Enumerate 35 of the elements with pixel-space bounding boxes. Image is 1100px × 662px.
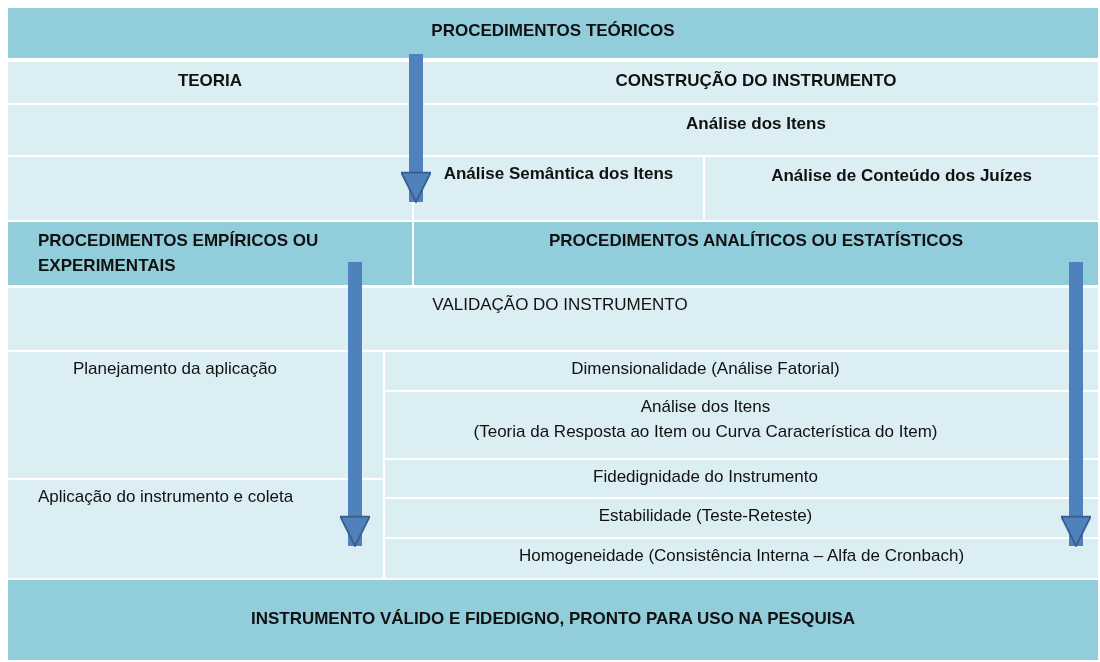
table-cell [385,499,1062,537]
cell-text: CONSTRUÇÃO DO INSTRUMENTO [615,70,897,92]
cell-text: Fidedignidade do Instrumento [593,466,818,488]
table-cell [8,62,412,103]
block-arrow [339,262,371,547]
table-cell [385,352,1062,390]
cell-text: Homogeneidade (Consistência Interna – Alfa de Cronbach) [518,545,965,567]
header-band [8,8,1098,58]
block-arrow [400,54,432,203]
cell-text: TEORIA [177,70,243,92]
heading-text: INSTRUMENTO VÁLIDO E FIDEDIGNO, PRONTO PARA USO NA PESQUISA [250,608,856,630]
table-cell [705,157,1098,220]
table-cell [8,352,342,478]
cell-text: Análise Semântica dos Itens [443,163,674,185]
table-cell [385,460,1062,497]
heading-text: PROCEDIMENTOS EMPÍRICOS OU EXPERIMENTAIS [38,230,320,277]
table-cell [8,480,383,578]
cell-text: Dimensionalidade (Análise Fatorial) [571,358,840,380]
cell-text: Análise dos Itens [640,396,771,418]
cell-text: Estabilidade (Teste-Reteste) [598,505,813,527]
table-cell [414,157,703,220]
heading-text: PROCEDIMENTOS ANALÍTICOS OU ESTATÍSTICOS [549,230,963,252]
cell-text: Planejamento da aplicação [72,358,278,380]
header-band [414,222,1098,285]
cell-text: Análise de Conteúdo dos Juízes [771,165,1032,187]
table-cell [385,539,1098,578]
cell-text: (Teoria da Resposta ao Item ou Curva Característica do Item) [473,421,938,443]
cell-text: Análise dos Itens [686,113,826,135]
header-band [8,222,412,285]
cell-text: VALIDAÇÃO DO INSTRUMENTO [432,294,688,316]
header-band [8,580,1098,660]
cell-text: Aplicação do instrumento e coleta [38,486,294,508]
block-arrow [1060,262,1092,547]
heading-text: PROCEDIMENTOS TEÓRICOS [431,20,675,42]
table-cell [385,392,1062,458]
